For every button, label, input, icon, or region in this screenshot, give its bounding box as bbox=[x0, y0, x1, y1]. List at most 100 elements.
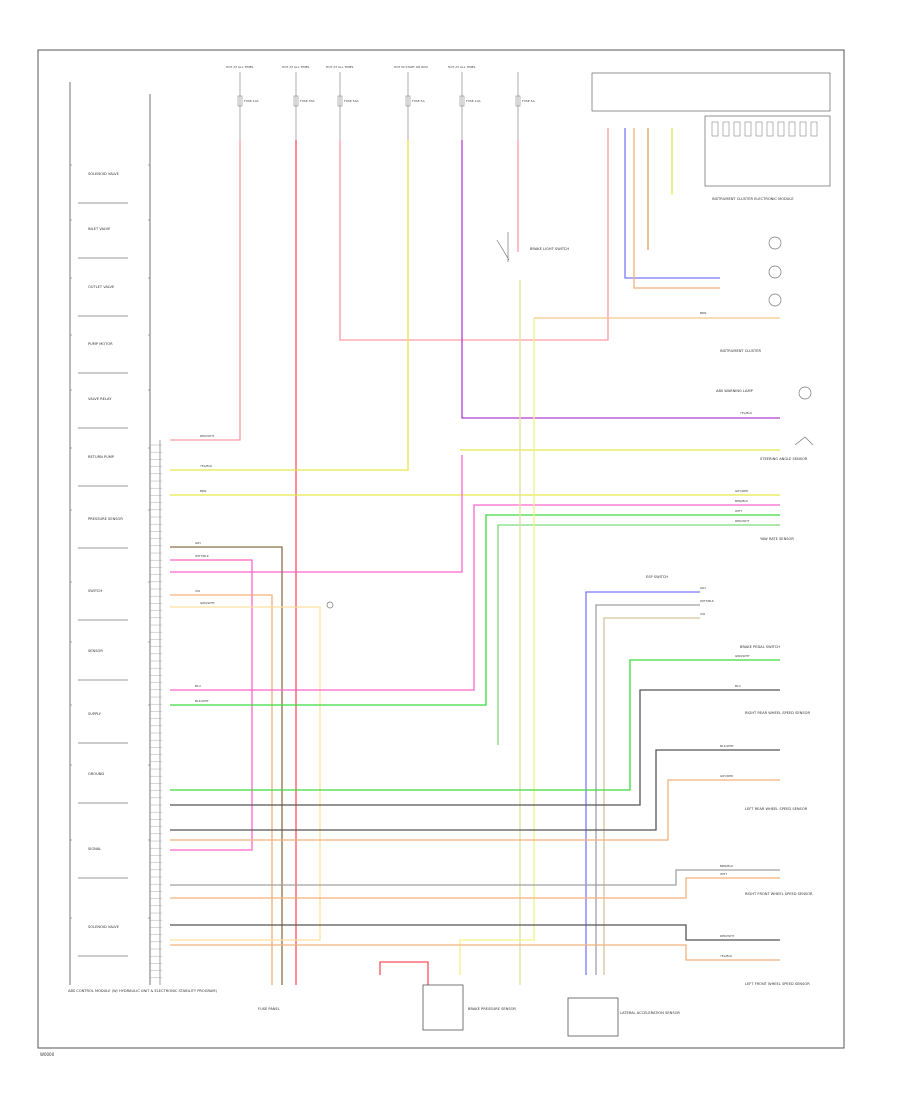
wire bbox=[170, 869, 780, 886]
wire bbox=[461, 140, 780, 419]
label-fuse-panel: FUSE PANEL bbox=[258, 1007, 280, 1011]
wire bbox=[170, 504, 780, 691]
wire-color-label: WHT/BLK bbox=[195, 554, 210, 558]
fuse-icon bbox=[337, 95, 343, 107]
fuse-icon bbox=[293, 95, 299, 107]
module-caption-1: ABS CONTROL MODULE (W/ HYDRAULIC UNIT & … bbox=[68, 989, 217, 993]
lamp-symbol-1 bbox=[768, 236, 782, 250]
pressure-sensor-box bbox=[422, 984, 464, 1031]
wire-color-label: BRN/BLU bbox=[735, 499, 748, 503]
wire-color-label: YEL/BLK bbox=[720, 954, 733, 958]
module-pin-label: SWITCH bbox=[88, 589, 102, 593]
label-brake-light: BRAKE LIGHT SWITCH bbox=[530, 247, 569, 251]
label-esp-switch: ESP SWITCH bbox=[646, 575, 668, 579]
wire-color-label: BLU bbox=[195, 684, 201, 688]
module-pin-label: RETURN PUMP bbox=[88, 455, 115, 459]
abs-control-module: SOLENOID VALVE INLET VALVE OUTLET VALVE PUM… bbox=[68, 82, 217, 993]
wires: RED/WHT YEL/BLK BRN GRY WHT/BLK VIO GRN/WHT BLU… bbox=[170, 128, 780, 985]
wire bbox=[624, 128, 720, 279]
module-pin-label: GROUND bbox=[88, 772, 104, 776]
label-abs-warning: ABS WARNING LAMP bbox=[716, 389, 754, 393]
connector-pin bbox=[722, 121, 730, 137]
module-pin-label: PUMP MOTOR bbox=[88, 342, 113, 346]
connector-pin bbox=[766, 121, 774, 137]
wire bbox=[170, 594, 273, 985]
fuse-icon bbox=[237, 95, 243, 107]
module-pin-label: SIGNAL bbox=[88, 847, 101, 851]
module-pin-label: VALVE RELAY bbox=[88, 397, 112, 401]
wire-color-label: YEL/BLK bbox=[200, 464, 213, 468]
wire-color-label: GRN/WHT bbox=[200, 601, 215, 605]
label-lateral: LATERAL ACCELERATION SENSOR bbox=[620, 1011, 680, 1015]
wire-color-label: BLK/WHT bbox=[720, 744, 734, 748]
wire bbox=[170, 140, 241, 441]
wire-color-label: VIO bbox=[195, 589, 201, 593]
wire bbox=[633, 128, 720, 289]
data-link-connector: INSTRUMENT CLUSTER ELECTRONIC MODULE bbox=[591, 72, 831, 201]
wire-color-label: GRY bbox=[700, 586, 706, 590]
connector-pin bbox=[733, 121, 741, 137]
wire bbox=[170, 924, 780, 941]
connector-pin bbox=[711, 121, 719, 137]
switch-symbol bbox=[794, 436, 814, 446]
label-cluster: INSTRUMENT CLUSTER bbox=[720, 349, 761, 353]
label-lr-sensor: LEFT REAR WHEEL SPEED SENSOR bbox=[745, 807, 808, 811]
wire bbox=[595, 604, 700, 975]
lamp-symbol-2 bbox=[768, 265, 782, 279]
wire-color-label: BRN bbox=[200, 489, 206, 493]
wire bbox=[170, 944, 780, 961]
wire bbox=[585, 591, 700, 975]
fuse-label: FUSE 5A bbox=[412, 99, 426, 103]
wire-color-label: WHT/BLK bbox=[700, 599, 715, 603]
wire bbox=[459, 318, 535, 975]
module-pin-label: SOLENOID VALVE bbox=[88, 925, 120, 929]
fuse-label: FUSE 50A bbox=[344, 99, 359, 103]
lamp-symbol-3 bbox=[768, 293, 782, 307]
label-yaw: YAW RATE SENSOR bbox=[760, 537, 794, 541]
module-pin-label: OUTLET VALVE bbox=[88, 285, 115, 289]
module-pin-label: SENSOR bbox=[88, 649, 103, 653]
connector-pin bbox=[799, 121, 807, 137]
wire-color-label: YEL/BLK bbox=[740, 411, 753, 415]
data-link-label: INSTRUMENT CLUSTER ELECTRONIC MODULE bbox=[712, 197, 794, 201]
wire bbox=[170, 455, 463, 573]
wire-color-label: GRN/WHT bbox=[735, 654, 750, 658]
lateral-sensor-box bbox=[567, 997, 619, 1037]
connector-pin bbox=[777, 121, 785, 137]
wire bbox=[603, 617, 700, 975]
fuse-label: FUSE 10A bbox=[244, 99, 259, 103]
diagram-frame bbox=[37, 49, 845, 1049]
fuse-icon bbox=[515, 95, 521, 107]
wire bbox=[379, 961, 429, 985]
label-rf-sensor: RIGHT FRONT WHEEL SPEED SENSOR bbox=[745, 892, 813, 896]
wire bbox=[170, 514, 780, 706]
wire-color-label: BLU bbox=[735, 684, 741, 688]
wire bbox=[339, 128, 609, 341]
wire bbox=[170, 546, 283, 985]
connector-pin bbox=[755, 121, 763, 137]
module-pin-label: INLET VALVE bbox=[88, 227, 111, 231]
module-pin-label: PRESSURE SENSOR bbox=[88, 517, 123, 521]
wire-color-label: GRY/RED bbox=[735, 489, 749, 493]
footnote: W0000 bbox=[40, 1052, 55, 1057]
feed-header: HOT AT ALL TIMES bbox=[282, 65, 310, 69]
wire bbox=[170, 877, 780, 899]
wire-color-label: WHT bbox=[735, 509, 742, 513]
fuse-icon bbox=[459, 95, 465, 107]
module-pin-label: SOLENOID VALVE bbox=[88, 172, 120, 176]
wire bbox=[170, 779, 780, 841]
wire bbox=[497, 524, 780, 745]
wire-color-label: WHT bbox=[720, 872, 727, 876]
fuse-icon bbox=[405, 95, 411, 107]
wire-color-label: RED/WHT bbox=[735, 519, 750, 523]
label-steering: STEERING ANGLE SENSOR bbox=[760, 457, 808, 461]
wire-color-label: GRY/RED bbox=[720, 774, 734, 778]
wire-color-label: RED/WHT bbox=[200, 434, 215, 438]
label-rr-sensor: RIGHT REAR WHEEL SPEED SENSOR bbox=[745, 711, 810, 715]
wire bbox=[170, 689, 780, 806]
feed-header: HOT AT ALL TIMES bbox=[226, 65, 254, 69]
label-lf-sensor: LEFT FRONT WHEEL SPEED SENSOR bbox=[745, 982, 810, 986]
wire bbox=[170, 606, 321, 941]
